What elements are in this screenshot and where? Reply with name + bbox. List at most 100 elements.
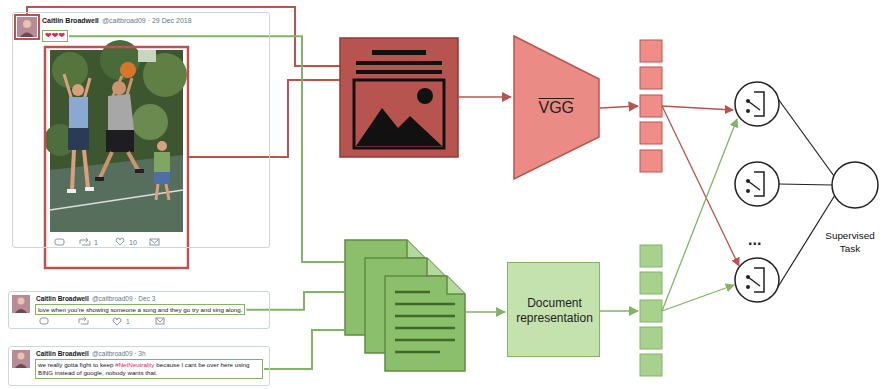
tweet-action-icon <box>55 239 64 245</box>
hashtag: #NetNeutrality <box>115 361 154 368</box>
photo <box>112 81 126 95</box>
user-name: Caitlin Broadwell <box>42 17 99 25</box>
switch-unit <box>735 258 779 302</box>
ellipsis: ... <box>748 230 761 249</box>
arrow <box>662 119 737 311</box>
document-icon <box>385 276 465 371</box>
photo <box>67 189 76 193</box>
photo <box>154 172 170 184</box>
switch-unit <box>754 268 764 292</box>
tweet-action-icon <box>113 318 121 325</box>
photo <box>157 141 167 151</box>
image-icon <box>340 38 458 157</box>
image-icon <box>356 108 442 146</box>
like-count: 10 <box>129 239 137 247</box>
avatar <box>15 309 27 313</box>
tweet-action-icon <box>156 318 164 322</box>
photo <box>100 152 138 178</box>
avatar <box>20 33 34 38</box>
switch-unit <box>746 179 750 183</box>
photo <box>154 152 170 172</box>
photo <box>72 150 88 190</box>
output-label: Supervised Task <box>818 230 882 256</box>
tweet-text: love when you're showing someone a song … <box>35 304 245 315</box>
tweet-action-icon <box>116 238 124 245</box>
avatar <box>12 350 30 368</box>
feature-vector <box>640 40 662 62</box>
cnn-trapezoid: VGG <box>513 35 600 180</box>
avatar <box>12 350 30 368</box>
feature-vector <box>640 40 662 172</box>
avatar <box>18 298 25 305</box>
photo <box>138 50 156 62</box>
photo <box>52 52 88 88</box>
feature-vector <box>640 354 662 376</box>
tweet-card: Caitlin Broadwell@caitbroad09 · 29 Dec 2… <box>12 12 270 248</box>
avatar <box>18 353 25 360</box>
output-node: Supervised Task <box>818 160 882 264</box>
image-icon <box>372 50 426 55</box>
switch-unit <box>735 258 779 302</box>
switch-unit <box>735 82 779 126</box>
user-handle: @caitbroad09 · 3h <box>92 350 146 358</box>
feature-vector <box>640 327 662 349</box>
like-count: 1 <box>94 239 98 247</box>
feature-vector <box>640 150 662 172</box>
tweet-action-icon <box>150 239 159 245</box>
switch-unit <box>746 109 750 113</box>
image-icon <box>354 80 444 148</box>
connector-line <box>779 184 832 185</box>
leader-line <box>189 80 340 157</box>
like-count: 1 <box>126 318 130 326</box>
tweet-action-icon <box>150 239 159 243</box>
photo <box>44 40 187 232</box>
switch-unit <box>746 99 750 103</box>
photo <box>69 97 88 129</box>
connector-line <box>776 96 835 290</box>
photo <box>64 74 90 100</box>
image-icon <box>417 88 433 104</box>
output-circle <box>832 162 878 208</box>
feature-vector <box>640 95 662 117</box>
document-icon <box>427 258 445 276</box>
avatar <box>12 295 30 313</box>
photo <box>132 104 168 140</box>
arrow <box>466 311 505 313</box>
output-circle <box>818 160 882 212</box>
photo <box>50 190 183 210</box>
user-name: Caitlin Broadwell <box>36 350 89 358</box>
photo <box>108 94 134 132</box>
user-handle: @caitbroad09 · Dec 3 <box>92 295 155 303</box>
feature-vector <box>640 300 662 322</box>
image-icon <box>356 61 442 65</box>
feature-vector <box>640 67 662 89</box>
photo <box>120 62 136 78</box>
feature-vector <box>640 245 662 267</box>
tweet-card: Caitlin Broadwell@caitbroad09 · 3hwe rea… <box>8 346 270 386</box>
text-highlight: we really gotta fight to keep#NetNeutral… <box>35 359 263 379</box>
photo <box>106 130 134 152</box>
photo <box>85 187 94 191</box>
avatar-highlight <box>15 15 39 39</box>
switch-unit <box>746 285 750 289</box>
switch-unit <box>748 101 760 110</box>
connector-line <box>776 96 834 176</box>
arrow <box>458 96 511 98</box>
tweet-text: we really gotta fight to keep <box>38 361 113 368</box>
photo <box>135 169 144 173</box>
model-name: VGG <box>539 98 575 117</box>
avatar <box>12 295 30 313</box>
switch-unit <box>735 162 779 206</box>
tweet-card: Caitlin Broadwell@caitbroad09 · Dec 3lov… <box>8 291 270 329</box>
arrow <box>662 106 739 266</box>
tweet-action-icon <box>40 318 48 324</box>
photo-highlight <box>45 47 188 268</box>
tweet-action-icon <box>79 317 88 324</box>
photo <box>95 177 104 181</box>
avatar <box>15 364 27 368</box>
document-icon <box>407 240 425 258</box>
switch-unit <box>748 181 760 190</box>
process-box: Document representation <box>507 262 600 357</box>
